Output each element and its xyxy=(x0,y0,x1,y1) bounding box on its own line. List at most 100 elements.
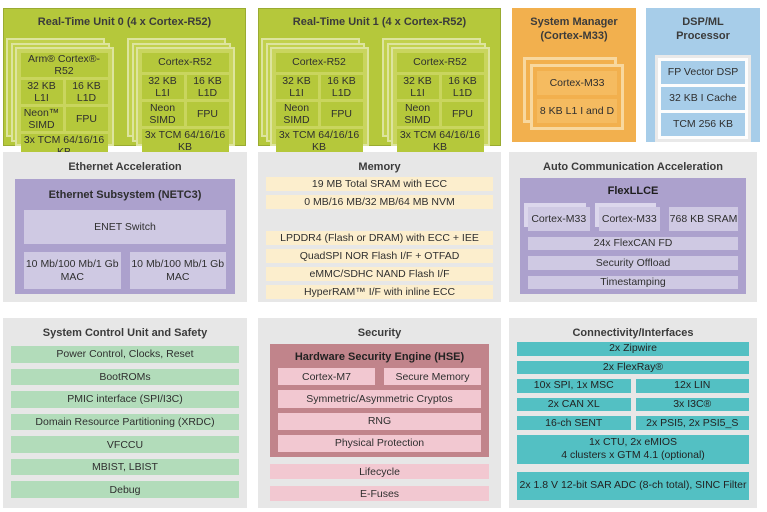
spi-msc-cell: 10x SPI, 1x MSC xyxy=(517,379,631,393)
rtu0-core-1: Cortex-R52 32 KB L1I 16 KB L1D Neon SIMD… xyxy=(126,37,235,154)
security-title: Security xyxy=(357,327,402,339)
memory-title: Memory xyxy=(358,161,401,173)
rtu0-core-0: Arm® Cortex®-R52 32 KB L1I 16 KB L1D Neo… xyxy=(5,37,114,159)
rtu1-core-0: Cortex-R52 32 KB L1I 16 KB L1D Neon SIMD… xyxy=(260,37,369,154)
safety-row: Debug xyxy=(11,481,239,499)
memory-row: QuadSPI NOR Flash I/F + OTFAD xyxy=(266,249,493,263)
rtu1-title: Real-Time Unit 1 (4 x Cortex-R52) xyxy=(292,16,467,28)
neon-simd: Neon™ SIMD xyxy=(20,107,63,132)
flexllce-sram: 768 KB SRAM xyxy=(669,207,738,231)
panel-real-time-unit-0: Real-Time Unit 0 (4 x Cortex-R52) Arm® C… xyxy=(3,8,246,159)
safety-row: PMIC interface (SPI/I3C) xyxy=(11,391,239,408)
memory-row: LPDDR4 (Flash or DRAM) with ECC + IEE xyxy=(266,231,493,245)
dsp-fp-vector: FP Vector DSP xyxy=(661,60,745,84)
core-name: Cortex-R52 xyxy=(275,52,363,72)
core-name: Arm® Cortex®-R52 xyxy=(20,52,108,77)
panel-real-time-unit-1: Real-Time Unit 1 (4 x Cortex-R52) Cortex… xyxy=(258,8,501,154)
hse-block: Hardware Security Engine (HSE) Cortex-M7… xyxy=(270,344,489,457)
l1d-cache: 16 KB L1D xyxy=(65,79,108,104)
tcm: 3x TCM 64/16/16 KB xyxy=(275,129,363,154)
ethernet-subsystem: Ethernet Subsystem (NETC3) ENET Switch 1… xyxy=(15,179,235,294)
l1i-cache: 32 KB L1I xyxy=(275,74,318,99)
timestamping-row: Timestamping xyxy=(528,275,738,289)
mac-block: 10 Mb/100 Mb/1 Gb MAC xyxy=(24,252,121,289)
mac-block: 10 Mb/100 Mb/1 Gb MAC xyxy=(129,252,226,289)
panel-memory: Memory 19 MB Total SRAM with ECC 0 MB/16… xyxy=(258,152,501,302)
security-offload-row: Security Offload xyxy=(528,256,738,270)
panel-dsp-ml: DSP/ML Processor FP Vector DSP 32 KB I C… xyxy=(646,8,760,142)
connectivity-title: Connectivity/Interfaces xyxy=(572,327,694,339)
flexllce-block: FlexLLCE Cortex-M33 Cortex-M33 768 KB SR… xyxy=(520,178,746,294)
rtu0-cores: Arm® Cortex®-R52 32 KB L1I 16 KB L1D Neo… xyxy=(4,37,245,159)
panel-ethernet-acceleration: Ethernet Acceleration Ethernet Subsystem… xyxy=(3,152,247,302)
fpu: FPU xyxy=(441,101,484,126)
hse-cryptos-row: Symmetric/Asymmetric Cryptos xyxy=(278,390,481,408)
rtu0-title: Real-Time Unit 0 (4 x Cortex-R52) xyxy=(37,16,212,28)
l1i-cache: 32 KB L1I xyxy=(141,74,184,99)
safety-row: MBIST, LBIST xyxy=(11,458,239,476)
ethernet-title: Ethernet Acceleration xyxy=(68,161,182,173)
panel-security: Security Hardware Security Engine (HSE) … xyxy=(258,318,501,508)
panel-system-control-safety: System Control Unit and Safety Power Con… xyxy=(3,318,247,508)
l1d-cache: 16 KB L1D xyxy=(320,74,363,99)
fpu: FPU xyxy=(320,101,363,126)
sm-cache: 8 KB L1 I and D xyxy=(537,98,617,123)
neon-simd: Neon SIMD xyxy=(141,101,184,126)
can-xl-cell: 2x CAN XL xyxy=(517,397,631,412)
lifecycle-row: Lifecycle xyxy=(270,464,489,479)
l1d-cache: 16 KB L1D xyxy=(441,74,484,99)
zipwire-row: 2x Zipwire xyxy=(517,342,749,356)
flexllce-title: FlexLLCE xyxy=(607,185,659,197)
enet-switch: ENET Switch xyxy=(24,210,226,244)
sar-adc-row: 2x 1.8 V 12-bit SAR ADC (8-ch total), SI… xyxy=(517,471,749,501)
flexcan-row: 24x FlexCAN FD xyxy=(528,237,738,251)
system-manager-title: System Manager (Cortex-M33) xyxy=(530,16,618,42)
rtu1-cores: Cortex-R52 32 KB L1I 16 KB L1D Neon SIMD… xyxy=(259,37,500,154)
tcm: 3x TCM 64/16/16 KB xyxy=(141,129,229,154)
hse-title: Hardware Security Engine (HSE) xyxy=(294,351,465,363)
autocomm-title: Auto Communication Acceleration xyxy=(543,161,723,173)
tcm: 3x TCM 64/16/16 KB xyxy=(396,129,484,154)
panel-auto-comm-acceleration: Auto Communication Acceleration FlexLLCE… xyxy=(509,152,757,302)
hse-cortex-m7: Cortex-M7 xyxy=(278,368,375,386)
panel-system-manager: System Manager (Cortex-M33) Cortex-M33 8… xyxy=(512,8,636,142)
dsp-icache: 32 KB I Cache xyxy=(661,86,745,110)
safety-title: System Control Unit and Safety xyxy=(42,327,208,339)
safety-row: Domain Resource Partitioning (XRDC) xyxy=(11,413,239,431)
lin-cell: 12x LIN xyxy=(635,379,749,393)
sm-core: Cortex-M33 xyxy=(537,70,617,95)
dsp-tcm: TCM 256 KB xyxy=(661,112,745,136)
neon-simd: Neon SIMD xyxy=(396,101,439,126)
memory-row: 19 MB Total SRAM with ECC xyxy=(266,177,493,191)
memory-row: 0 MB/16 MB/32 MB/64 MB NVM xyxy=(266,195,493,209)
neon-simd: Neon SIMD xyxy=(275,101,318,126)
fpu: FPU xyxy=(186,101,229,126)
l1i-cache: 32 KB L1I xyxy=(20,79,63,104)
ethernet-subsystem-title: Ethernet Subsystem (NETC3) xyxy=(48,189,202,201)
panel-connectivity-interfaces: Connectivity/Interfaces 2x Zipwire 2x Fl… xyxy=(509,318,757,508)
ctu-emios-gtm-row: 1x CTU, 2x eMIOS 4 clusters x GTM 4.1 (o… xyxy=(517,434,749,464)
sent-cell: 16-ch SENT xyxy=(517,416,631,430)
flexray-row: 2x FlexRay® xyxy=(517,360,749,375)
safety-row: VFCCU xyxy=(11,436,239,453)
memory-spacer xyxy=(266,213,493,231)
core-name: Cortex-R52 xyxy=(141,52,229,72)
flexllce-cortex-m33: Cortex-M33 xyxy=(528,207,590,231)
hse-physical-protection-row: Physical Protection xyxy=(278,434,481,452)
fpu: FPU xyxy=(65,107,108,132)
memory-row: HyperRAM™ I/F with inline ECC xyxy=(266,285,493,299)
safety-row: BootROMs xyxy=(11,368,239,386)
core-name: Cortex-R52 xyxy=(396,52,484,72)
safety-row: Power Control, Clocks, Reset xyxy=(11,346,239,363)
l1i-cache: 32 KB L1I xyxy=(396,74,439,99)
dsp-ml-title: DSP/ML Processor xyxy=(676,16,730,42)
i3c-cell: 3x I3C® xyxy=(635,397,749,412)
flexllce-cortex-m33: Cortex-M33 xyxy=(598,207,661,231)
hse-rng-row: RNG xyxy=(278,412,481,430)
psi5-cell: 2x PSI5, 2x PSI5_S xyxy=(635,416,749,430)
efuses-row: E-Fuses xyxy=(270,486,489,501)
hse-secure-memory: Secure Memory xyxy=(384,368,481,386)
rtu1-core-1: Cortex-R52 32 KB L1I 16 KB L1D Neon SIMD… xyxy=(381,37,490,154)
l1d-cache: 16 KB L1D xyxy=(186,74,229,99)
